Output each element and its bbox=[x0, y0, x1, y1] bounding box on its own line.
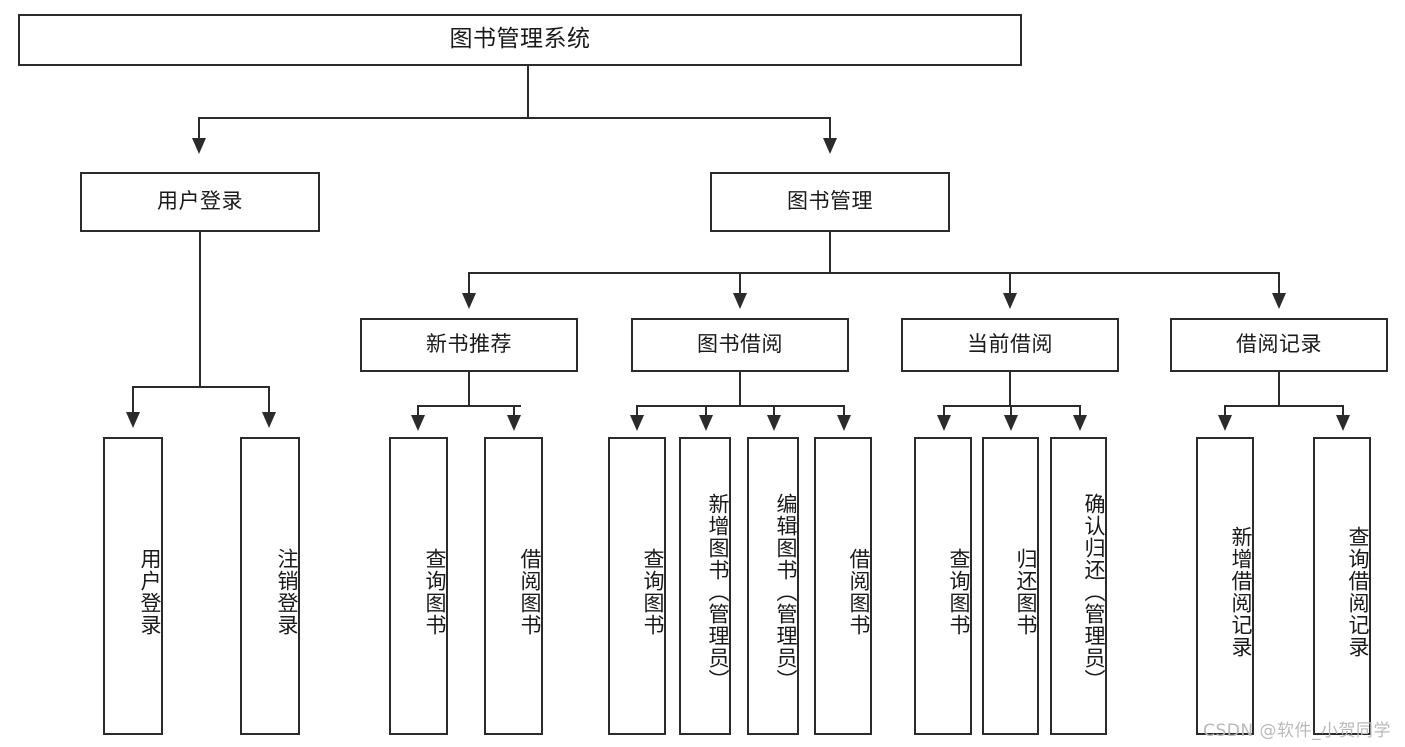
arrowhead-bb-edit bbox=[767, 415, 781, 431]
arrowhead-bb-borrow bbox=[837, 415, 851, 431]
node-label: 图书管理 bbox=[787, 189, 873, 214]
node-label: 新增图书（管理员） bbox=[706, 493, 730, 691]
node-label: 新书推荐 bbox=[426, 332, 512, 357]
node-label: 图书借阅 bbox=[697, 332, 783, 357]
edge-to-new-book-recommend bbox=[468, 272, 470, 295]
arrowhead-cb-return bbox=[1004, 415, 1018, 431]
edge-bb-to-borrow bbox=[843, 405, 845, 417]
leaf-br-query-record[interactable]: 查询借阅记录 bbox=[1313, 437, 1371, 735]
leaf-cb-query-book[interactable]: 查询图书 bbox=[914, 437, 972, 735]
node-label: 图书管理系统 bbox=[449, 26, 591, 53]
edge-br-to-add bbox=[1224, 405, 1226, 417]
edge-cb-to-return bbox=[1010, 405, 1012, 417]
edge-root-to-user-login bbox=[198, 117, 200, 140]
node-label: 查询图书 bbox=[423, 548, 447, 636]
node-label: 借阅图书 bbox=[518, 548, 542, 636]
leaf-br-add-record[interactable]: 新增借阅记录 bbox=[1196, 437, 1254, 735]
edge-br-bus bbox=[1224, 405, 1344, 407]
arrowhead-book-borrow bbox=[733, 293, 747, 309]
leaf-cb-confirm-return[interactable]: 确认归还（管理员） bbox=[1050, 437, 1107, 735]
edge-bb-stem bbox=[739, 372, 741, 406]
edge-bb-to-edit bbox=[773, 405, 775, 417]
node-label: 归还图书 bbox=[1014, 548, 1038, 636]
edge-to-borrow-record bbox=[1278, 272, 1280, 295]
edge-nbr-stem bbox=[468, 372, 470, 406]
leaf-nbr-query-book[interactable]: 查询图书 bbox=[389, 437, 448, 735]
arrowhead-leaf-user-login bbox=[126, 412, 140, 428]
edge-bb-to-query bbox=[636, 405, 638, 417]
node-label: 用户登录 bbox=[157, 189, 243, 214]
edge-book-manage-bus bbox=[468, 272, 1279, 274]
edge-root-stem bbox=[527, 66, 529, 118]
edge-to-current-borrow bbox=[1009, 272, 1011, 295]
edge-book-manage-stem bbox=[829, 232, 831, 273]
node-label: 新增借阅记录 bbox=[1229, 526, 1253, 658]
node-label: 当前借阅 bbox=[967, 332, 1053, 357]
node-label: 查询图书 bbox=[641, 548, 665, 636]
leaf-logout[interactable]: 注销登录 bbox=[240, 437, 300, 735]
node-new-book-recommend[interactable]: 新书推荐 bbox=[360, 318, 578, 372]
edge-br-stem bbox=[1278, 372, 1280, 406]
node-borrow-record[interactable]: 借阅记录 bbox=[1170, 318, 1388, 372]
node-label: 用户登录 bbox=[138, 548, 162, 636]
arrowhead-br-add bbox=[1218, 415, 1232, 431]
node-book-borrow[interactable]: 图书借阅 bbox=[631, 318, 849, 372]
arrowhead-book-manage bbox=[823, 138, 837, 154]
edge-nbr-to-borrow bbox=[513, 405, 515, 417]
leaf-nbr-borrow-book[interactable]: 借阅图书 bbox=[484, 437, 543, 735]
edge-cb-stem bbox=[1009, 372, 1011, 406]
node-current-borrow[interactable]: 当前借阅 bbox=[901, 318, 1119, 372]
leaf-bb-edit-book[interactable]: 编辑图书（管理员） bbox=[747, 437, 799, 735]
edge-nbr-bus bbox=[417, 405, 521, 407]
arrowhead-br-query bbox=[1336, 415, 1350, 431]
arrowhead-cb-query bbox=[937, 415, 951, 431]
edge-cb-bus bbox=[943, 405, 1081, 407]
leaf-bb-borrow-book[interactable]: 借阅图书 bbox=[814, 437, 872, 735]
arrowhead-cb-confirm bbox=[1073, 415, 1087, 431]
arrowhead-nbr-borrow bbox=[507, 415, 521, 431]
edge-to-book-borrow bbox=[739, 272, 741, 295]
node-label: 查询图书 bbox=[947, 548, 971, 636]
edge-cb-to-query bbox=[943, 405, 945, 417]
node-book-manage[interactable]: 图书管理 bbox=[710, 172, 950, 232]
edge-nbr-to-query bbox=[417, 405, 419, 417]
node-label: 确认归还（管理员） bbox=[1082, 493, 1106, 691]
edge-root-to-book-manage bbox=[829, 117, 831, 140]
arrowhead-new-book-recommend bbox=[462, 293, 476, 309]
node-label: 查询借阅记录 bbox=[1346, 526, 1370, 658]
node-root-system[interactable]: 图书管理系统 bbox=[18, 14, 1022, 66]
edge-bb-to-add bbox=[705, 405, 707, 417]
edge-user-login-stem bbox=[199, 232, 201, 387]
leaf-cb-return-book[interactable]: 归还图书 bbox=[982, 437, 1039, 735]
edge-user-login-bus bbox=[132, 386, 269, 388]
arrowhead-user-login bbox=[192, 138, 206, 154]
arrowhead-bb-query bbox=[630, 415, 644, 431]
arrowhead-borrow-record bbox=[1272, 293, 1286, 309]
arrowhead-leaf-logout bbox=[262, 412, 276, 428]
node-user-login[interactable]: 用户登录 bbox=[80, 172, 320, 232]
node-label: 编辑图书（管理员） bbox=[774, 493, 798, 691]
arrowhead-bb-add bbox=[699, 415, 713, 431]
edge-cb-to-confirm bbox=[1079, 405, 1081, 417]
node-label: 借阅记录 bbox=[1236, 332, 1322, 357]
edge-to-leaf-logout bbox=[268, 386, 270, 414]
edge-br-to-query bbox=[1342, 405, 1344, 417]
node-label: 注销登录 bbox=[275, 548, 299, 636]
node-label: 借阅图书 bbox=[847, 548, 871, 636]
leaf-bb-add-book[interactable]: 新增图书（管理员） bbox=[679, 437, 731, 735]
edge-bb-bus bbox=[636, 405, 845, 407]
arrowhead-current-borrow bbox=[1003, 293, 1017, 309]
edge-to-leaf-user-login bbox=[132, 386, 134, 414]
arrowhead-nbr-query bbox=[411, 415, 425, 431]
edge-root-bus bbox=[198, 117, 830, 119]
leaf-user-login[interactable]: 用户登录 bbox=[103, 437, 163, 735]
leaf-bb-query-book[interactable]: 查询图书 bbox=[608, 437, 666, 735]
